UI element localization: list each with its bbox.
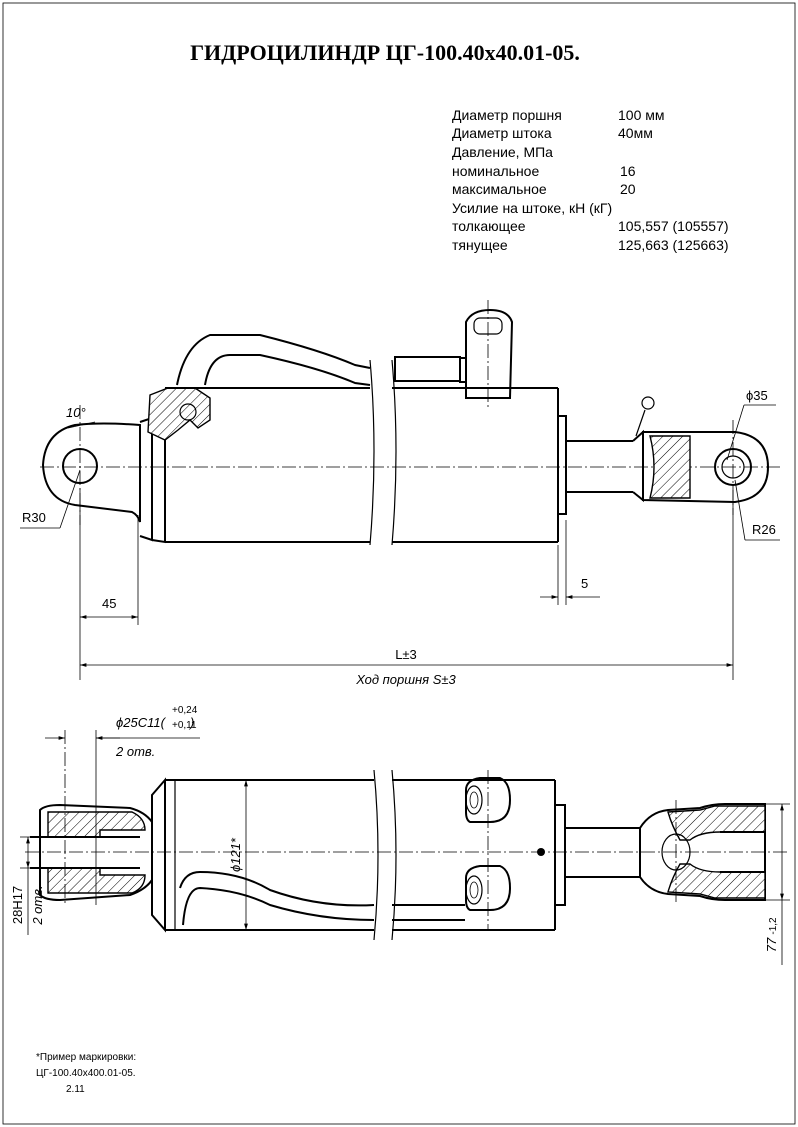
d35-dim: ϕ35 <box>746 388 768 403</box>
r26-dim: R26 <box>752 522 776 537</box>
front-fork-section-top <box>667 805 766 841</box>
hose-lower <box>204 354 371 386</box>
break-line <box>391 359 397 546</box>
front-fork-section-bottom <box>667 863 766 899</box>
grease-fitting-leader <box>635 409 646 437</box>
hose-upper <box>176 334 371 386</box>
port-nut <box>469 791 479 809</box>
port-nut <box>465 785 483 815</box>
r30-leader <box>59 469 81 529</box>
cylinder-top-view: ϕ25С11( +0,24 +0,11 ) 2 отв. ϕ121* 28Н17… <box>10 705 790 965</box>
dim-length: L±3 <box>395 647 417 662</box>
spec-value: 20 <box>620 181 636 197</box>
front-gland <box>557 415 567 515</box>
front-pipe <box>394 356 461 382</box>
port-hole <box>179 403 197 421</box>
rear-head <box>151 777 166 933</box>
cylinder-side-view: 10° R30 ϕ35 R26 5 45 L±3 Ход поршня S±3 <box>20 300 780 687</box>
rear-port-section <box>147 387 211 441</box>
rear-fork-section-bottom <box>47 867 146 894</box>
spec-label: номинальное <box>452 163 539 179</box>
slot-dim: 28Н17 <box>10 886 25 924</box>
spec-label: Давление, МПа <box>452 144 553 160</box>
spec-value: 125,663 (125663) <box>618 237 729 253</box>
rear-head-step <box>139 416 153 542</box>
front-port-block <box>465 308 514 399</box>
d25-tol-lower: +0,11 <box>172 720 197 731</box>
break-line <box>369 359 375 546</box>
marking-note-code: 2.11 <box>66 1084 85 1095</box>
grease-fitting <box>641 396 655 410</box>
r26-leader <box>734 479 746 541</box>
dim-stroke: Ход поршня S±3 <box>355 672 456 687</box>
d25-dim: ϕ25С11( <box>116 715 167 730</box>
dim-45: 45 <box>102 596 116 611</box>
d25-paren: ) <box>188 715 194 730</box>
rod-eye-body <box>642 431 770 504</box>
d25-tol-upper: +0,24 <box>172 705 198 716</box>
rear-eye-body <box>41 422 141 523</box>
front-gland <box>554 804 566 906</box>
holes-left-note: 2 отв. <box>30 885 45 925</box>
spec-value: 105,557 (105557) <box>618 218 729 234</box>
spec-label: Усилие на штоке, кН (кГ) <box>452 200 612 216</box>
angle-dim: 10° <box>66 405 86 420</box>
spec-label: тянущее <box>452 237 508 253</box>
d77-tol: -1,2 <box>768 917 779 935</box>
holes-top-note: 2 отв. <box>115 744 155 759</box>
spec-label: Диаметр поршня <box>452 107 562 123</box>
d121-dim: ϕ121* <box>228 837 243 872</box>
d35-leader <box>726 404 745 461</box>
rod-eye-section <box>649 435 691 499</box>
drawing-title: ГИДРОЦИЛИНДР ЦГ-100.40х40.01-05. <box>190 40 580 65</box>
r30-dim: R30 <box>22 510 46 525</box>
spec-value: 16 <box>620 163 636 179</box>
d77-dim: 77 <box>764 937 779 952</box>
port-fitting-bottom <box>465 865 512 911</box>
spec-label: Диаметр штока <box>452 125 552 141</box>
port-nut <box>469 881 479 899</box>
spec-label: максимальное <box>452 181 547 197</box>
port-fitting-top <box>465 777 512 823</box>
angle-line <box>67 421 96 429</box>
marking-note-example: ЦГ-100.40х400.01-05. <box>36 1068 136 1079</box>
break-line <box>373 769 379 941</box>
spec-value: 100 мм <box>618 107 665 123</box>
marking-point <box>537 848 545 856</box>
port-nut <box>465 875 483 905</box>
dim-5: 5 <box>581 576 588 591</box>
spec-label: толкающее <box>452 218 526 234</box>
break-line <box>391 769 397 941</box>
hose-lower <box>182 886 375 926</box>
rod-shoulder <box>632 429 644 503</box>
spec-value: 40мм <box>618 125 653 141</box>
rear-fork-section-top <box>47 811 146 838</box>
hose-upper <box>179 870 375 907</box>
marking-note-title: *Пример маркировки: <box>36 1052 136 1063</box>
spec-table: Диаметр поршня 100 мм Диаметр штока 40мм… <box>452 107 729 253</box>
